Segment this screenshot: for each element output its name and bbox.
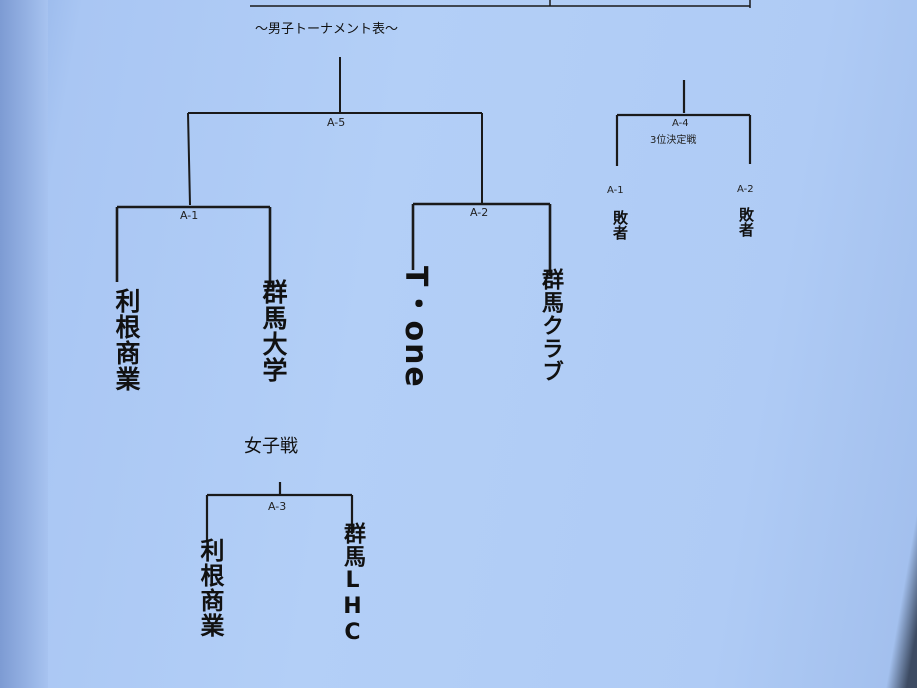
third-slot-text-2: 敗者	[737, 207, 755, 237]
bracket-a1	[115, 205, 272, 286]
third-place-label: 3位決定戦	[650, 135, 697, 146]
match-label-a1: A-1	[180, 209, 199, 222]
bracket-a4	[615, 80, 752, 166]
team-name: T・one	[398, 266, 433, 389]
match-label-a3: A-3	[268, 500, 287, 513]
team-name: 群馬クラブ	[538, 268, 563, 383]
page-edge-shadow	[0, 0, 48, 688]
third-slot-ref-1: A-1	[607, 185, 624, 196]
men-tournament-title: ～男子トーナメント表～	[255, 22, 399, 37]
team-name: 群馬大学	[259, 279, 288, 383]
match-label-a4: A-4	[672, 118, 689, 129]
match-label-a2: A-2	[470, 206, 489, 219]
bracket-a2	[411, 202, 552, 276]
third-slot-ref-2: A-2	[737, 184, 754, 195]
bracket-a3	[205, 482, 354, 540]
team-name: 利根商業	[112, 288, 141, 392]
team-name: 群馬LHC	[340, 522, 365, 646]
team-name: 利根商業	[196, 538, 224, 638]
bracket-a5	[187, 57, 483, 206]
women-title: 女子戦	[244, 436, 298, 457]
top-table-border	[250, 0, 751, 8]
third-slot-text-1: 敗者	[611, 210, 629, 240]
match-label-a5: A-5	[327, 116, 346, 129]
